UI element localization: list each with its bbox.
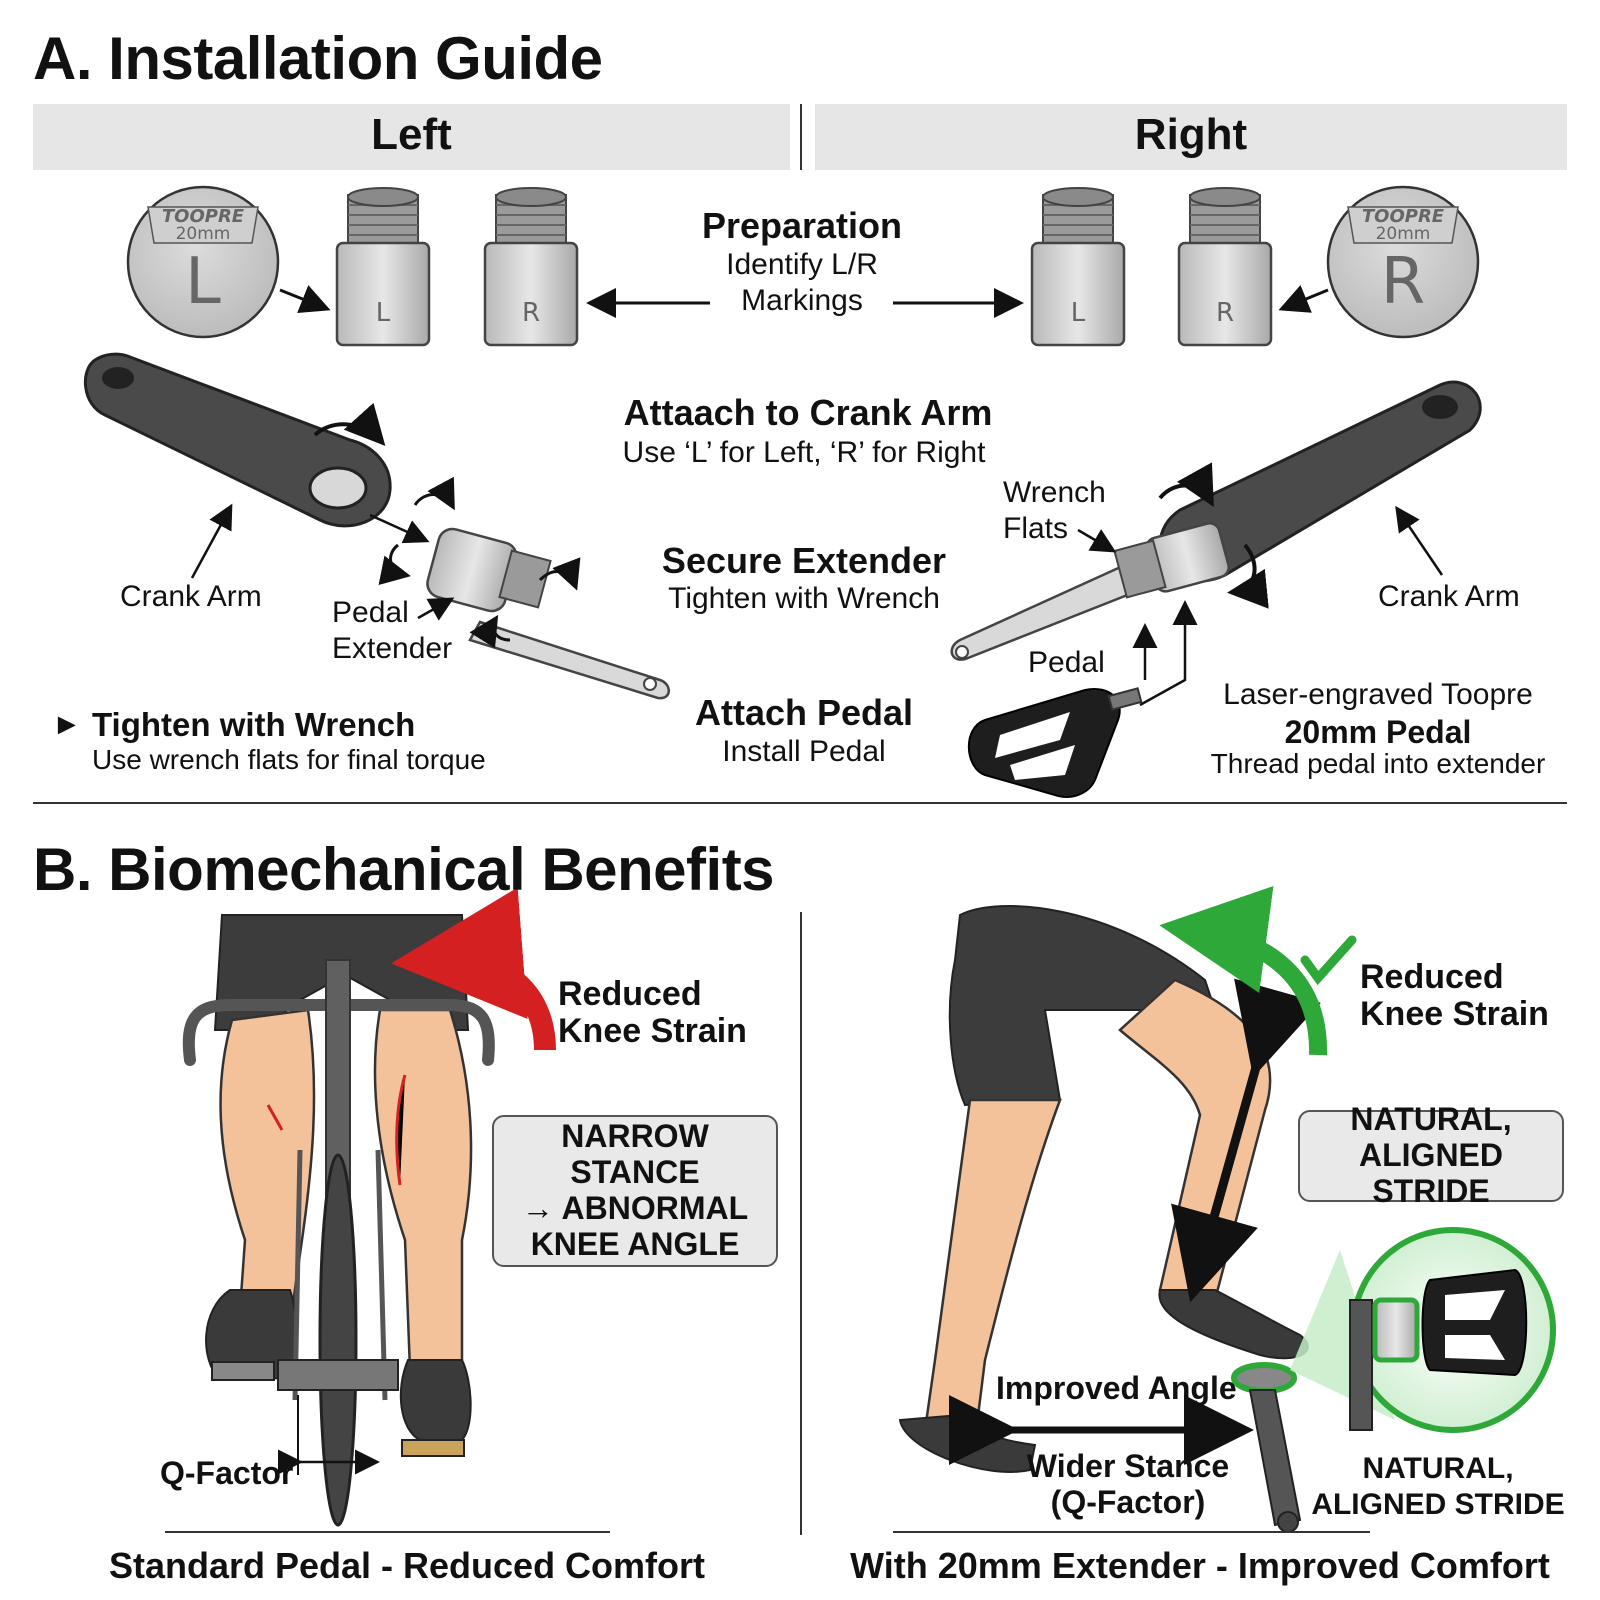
right-strain-line2: Knee Strain	[1360, 995, 1549, 1033]
left-extender-assembly	[190, 476, 670, 700]
tighten-marker: ►	[52, 708, 82, 741]
laser-line2: 20mm Pedal	[1284, 714, 1472, 750]
ext-right-l-mark: L	[1070, 298, 1086, 328]
laser-line3: Thread pedal into extender	[1210, 748, 1546, 779]
attach-pedal-sub: Install Pedal	[722, 735, 886, 768]
ext-right-r-mark: R	[1215, 298, 1235, 328]
extender-left-r	[483, 187, 579, 347]
left-caption: Standard Pedal - Reduced Comfort	[108, 1545, 706, 1586]
top-pedal	[967, 687, 1143, 798]
right-badge-size: 20mm	[1375, 224, 1431, 244]
side-view-rider	[898, 905, 1321, 1473]
left-crank-arm	[83, 352, 392, 528]
right-pedal-label: Pedal	[1028, 646, 1105, 679]
preparation-line2: Markings	[741, 284, 863, 317]
right-wrench-label: Wrench	[1003, 476, 1106, 509]
right-badge-letter: R	[1380, 245, 1426, 319]
wider-stance-line1: Wider Stance	[1026, 1448, 1230, 1484]
section-a-title: A. Installation Guide	[33, 25, 603, 92]
left-strain-line1: Reduced	[558, 975, 702, 1013]
right-caption: With 20mm Extender - Improved Comfort	[850, 1545, 1550, 1586]
wider-stance-line2: (Q-Factor)	[1050, 1484, 1206, 1520]
inset-natural-line1: NATURAL,	[1362, 1452, 1514, 1485]
right-extender-assembly	[950, 522, 1230, 707]
left-header-bar	[33, 104, 790, 170]
extender-right-r	[1177, 187, 1273, 347]
extender-right-l	[1030, 187, 1126, 347]
natural-stride-callout: NATURAL, ALIGNED STRIDE	[1298, 1101, 1564, 1209]
rear-view-bike	[182, 959, 495, 1527]
check-icon	[1300, 935, 1357, 986]
right-strain-line1: Reduced	[1360, 958, 1504, 996]
left-badge-letter: L	[185, 245, 221, 319]
right-flats-label: Flats	[1003, 512, 1069, 545]
red-strain-arrow	[391, 887, 556, 1051]
q-factor-label: Q-Factor	[160, 1455, 294, 1491]
section-b-title: B. Biomechanical Benefits	[33, 836, 775, 903]
secure-extender-title: Secure Extender	[661, 540, 947, 581]
secure-extender-sub: Tighten with Wrench	[668, 582, 940, 615]
left-column-header: Left	[371, 110, 452, 159]
side-view-crank	[1231, 1362, 1302, 1533]
green-strain-arrow	[1159, 886, 1328, 1056]
left-badge	[126, 185, 280, 339]
ext-left-r-mark: R	[521, 298, 541, 328]
right-crank-arm-label: Crank Arm	[1378, 580, 1520, 613]
tighten-title: Tighten with Wrench	[92, 706, 416, 743]
improved-angle-label: Improved Angle	[996, 1370, 1237, 1406]
inset-natural-line2: ALIGNED STRIDE	[1311, 1488, 1565, 1521]
right-column-header: Right	[1134, 110, 1248, 159]
preparation-arrows	[279, 285, 1329, 318]
left-badge-size: 20mm	[175, 224, 231, 244]
preparation-title: Preparation	[701, 205, 903, 246]
left-badge-brand: TOOPRE	[161, 206, 245, 227]
attach-crank-title: Attaach to Crank Arm	[623, 392, 993, 433]
right-badge-brand: TOOPRE	[1361, 206, 1445, 227]
laser-line1: Laser-engraved Toopre	[1223, 678, 1533, 711]
tighten-sub: Use wrench flats for final torque	[92, 744, 486, 775]
extender-left-l	[335, 187, 431, 347]
preparation-line1: Identify L/R	[726, 248, 878, 281]
left-pedal-label: Pedal	[332, 596, 409, 629]
left-strain-line2: Knee Strain	[558, 1012, 747, 1050]
left-crank-arm-label: Crank Arm	[120, 580, 262, 613]
zoom-inset	[1290, 1227, 1556, 1433]
narrow-stance-callout: NARROW STANCE → ABNORMAL KNEE ANGLE	[492, 1115, 778, 1267]
attach-crank-sub: Use ‘L’ for Left, ‘R’ for Right	[622, 436, 986, 469]
ext-left-l-mark: L	[375, 298, 391, 328]
right-badge	[1326, 185, 1480, 339]
right-header-bar	[815, 104, 1567, 170]
left-extender-label: Extender	[332, 632, 453, 665]
attach-pedal-title: Attach Pedal	[694, 692, 914, 733]
